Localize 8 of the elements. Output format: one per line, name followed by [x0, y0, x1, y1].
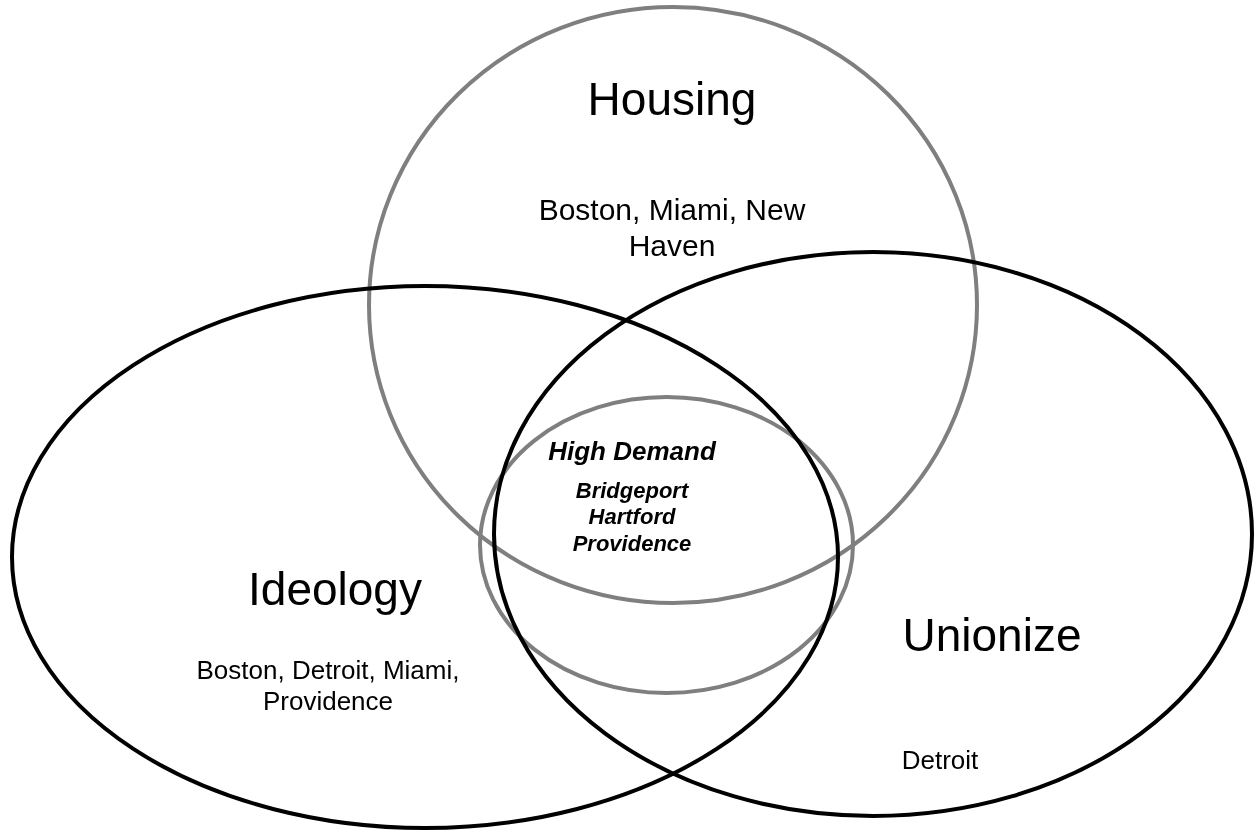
set-members: Detroit: [900, 745, 980, 777]
set-members: Boston, Detroit, Miami, Providence: [195, 655, 461, 718]
set-members: Bridgeport Hartford Providence: [571, 478, 693, 558]
set-members: Boston, Miami, New Haven: [537, 192, 807, 264]
set-title: Ideology: [247, 562, 423, 617]
set-title: High Demand: [547, 436, 718, 468]
set-title: Housing: [586, 72, 758, 127]
set-title: Unionize: [901, 608, 1083, 663]
